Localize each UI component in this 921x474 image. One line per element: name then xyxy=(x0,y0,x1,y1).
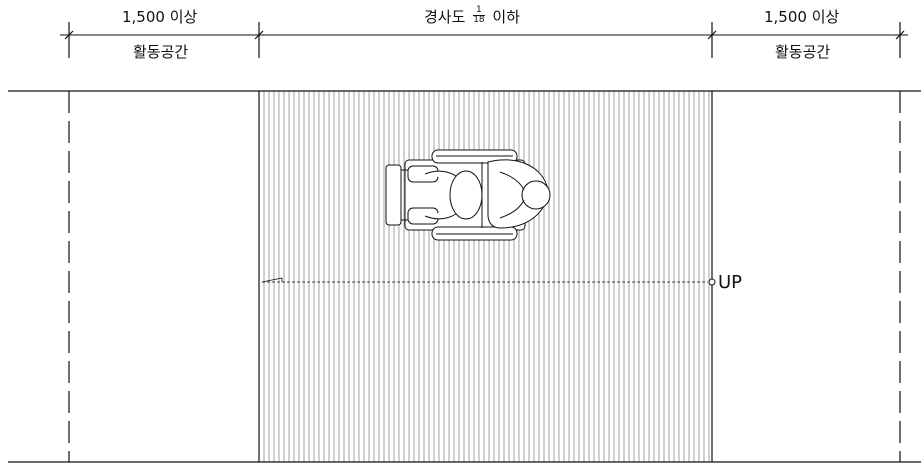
slope-denominator: 18 xyxy=(473,15,485,25)
dimension-ticks xyxy=(64,22,905,58)
right-dimension-value: 1,500 이상 xyxy=(764,8,840,26)
slope-suffix: 이하 xyxy=(492,8,521,26)
wheelchair-user-icon xyxy=(385,149,551,241)
left-dimension-value: 1,500 이상 xyxy=(122,8,198,26)
slope-fraction: 1 18 xyxy=(473,6,485,25)
left-space-label: 활동공간 xyxy=(133,43,189,61)
right-space-label: 활동공간 xyxy=(775,43,831,61)
up-direction-circle xyxy=(708,278,716,286)
up-label: UP xyxy=(718,272,743,293)
slope-prefix: 경사도 xyxy=(424,8,466,26)
slope-dimension: 경사도 1 18 이하 xyxy=(424,6,520,27)
up-direction-tail xyxy=(261,277,283,283)
slope-numerator: 1 xyxy=(473,6,485,16)
ramp-hatching xyxy=(263,91,710,462)
